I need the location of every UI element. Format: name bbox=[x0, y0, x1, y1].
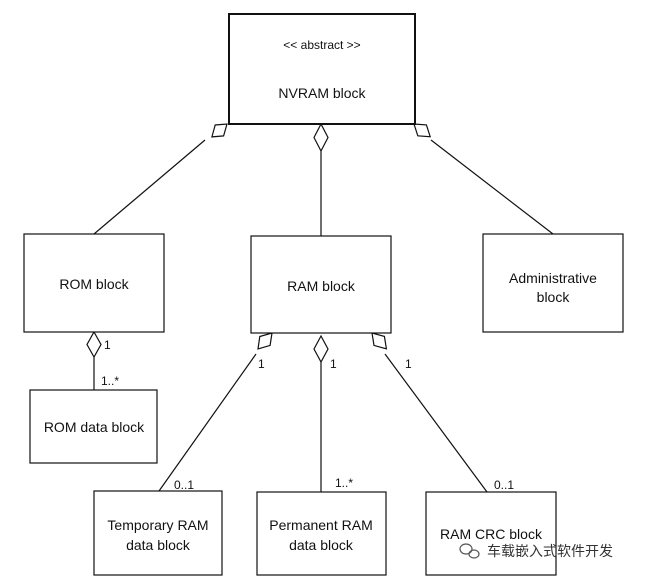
mult-ram-perm-owner: 1 bbox=[330, 357, 337, 371]
rom-block-name: ROM block bbox=[59, 276, 129, 292]
wechat-icon bbox=[459, 543, 480, 559]
perm-ram-block-name-line1: Permanent RAM bbox=[269, 517, 372, 533]
rom-data-block-name: ROM data block bbox=[44, 419, 145, 435]
temp-ram-block-name-line2: data block bbox=[126, 537, 191, 553]
mult-temp-part: 0..1 bbox=[174, 478, 194, 492]
nvram-stereotype: << abstract >> bbox=[283, 38, 360, 52]
edge-ram-temp bbox=[158, 353, 257, 492]
perm-ram-block-box bbox=[256, 491, 387, 576]
aggregation-diamond-ram-perm bbox=[313, 334, 329, 364]
admin-block-name-line1: Administrative bbox=[509, 270, 597, 286]
aggregation-diamond-nvram-rom bbox=[211, 123, 228, 138]
edge-nvram-rom bbox=[93, 139, 206, 235]
temp-ram-block-name-line1: Temporary RAM bbox=[107, 517, 208, 533]
perm-ram-block-name-line2: data block bbox=[289, 537, 354, 553]
aggregation-diamond-ram-temp bbox=[257, 332, 273, 350]
admin-block-box bbox=[482, 233, 624, 333]
nvram-block-name: NVRAM block bbox=[278, 85, 366, 101]
mult-ram-temp-owner: 1 bbox=[258, 357, 265, 371]
mult-crc-part: 0..1 bbox=[494, 478, 514, 492]
rom-data-block-box bbox=[29, 389, 158, 464]
mult-ram-crc-owner: 1 bbox=[405, 357, 412, 371]
mult-rom-part: 1..* bbox=[101, 374, 119, 388]
ram-crc-block-name: RAM CRC block bbox=[440, 526, 543, 542]
aggregation-diamond-nvram-ram bbox=[313, 122, 329, 153]
aggregation-diamond-rom bbox=[86, 330, 102, 359]
nvram-block-box bbox=[228, 13, 416, 125]
mult-rom-owner: 1 bbox=[104, 338, 111, 352]
ram-block-box bbox=[250, 235, 392, 334]
edge-ram-crc bbox=[384, 353, 488, 493]
admin-block-name-line2: block bbox=[537, 289, 571, 305]
temp-ram-block-box bbox=[93, 490, 223, 576]
rom-block-box bbox=[23, 233, 165, 333]
edge-nvram-admin bbox=[430, 139, 554, 235]
aggregation-diamond-ram-crc bbox=[371, 332, 388, 350]
ram-crc-block-box bbox=[425, 491, 557, 576]
aggregation-diamond-nvram-admin bbox=[413, 123, 432, 138]
mult-perm-part: 1..* bbox=[335, 476, 353, 490]
watermark-text: 车载嵌入式软件开发 bbox=[487, 543, 613, 560]
watermark: 车载嵌入式软件开发 bbox=[459, 543, 613, 560]
ram-block-name: RAM block bbox=[287, 278, 356, 294]
